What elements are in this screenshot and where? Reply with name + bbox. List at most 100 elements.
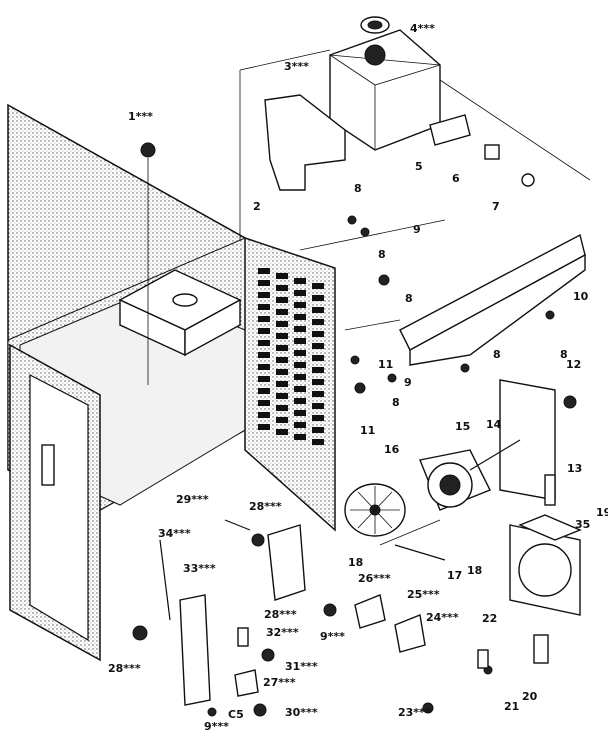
fan-motor-assembly <box>419 379 556 511</box>
vent-slot <box>312 427 324 433</box>
callout-31: 31*** <box>285 660 318 673</box>
rail-part <box>399 233 586 366</box>
vent-slot <box>258 376 270 382</box>
callout-8e: 8 <box>560 348 568 361</box>
leader-lines <box>147 49 591 546</box>
vent-slot <box>294 326 306 332</box>
callout-3: 3*** <box>284 60 309 73</box>
callout-16: 16 <box>384 443 400 456</box>
vent-slot <box>258 268 270 274</box>
callout-8a: 8 <box>354 182 362 195</box>
callout-25: 25*** <box>407 588 440 601</box>
vent-slot <box>312 343 324 349</box>
callout-8f: 8 <box>392 396 400 409</box>
vent-slot <box>294 338 306 344</box>
vent-slot <box>312 403 324 409</box>
vent-slot <box>276 309 288 315</box>
vent-slot <box>276 285 288 291</box>
screws-and-fasteners <box>132 142 577 717</box>
vent-slot <box>294 386 306 392</box>
callout-18a: 18 <box>348 556 363 569</box>
vent-slot <box>258 352 270 358</box>
callout-28b: 28*** <box>108 662 141 675</box>
vent-slot <box>294 362 306 368</box>
callout-28a: 28*** <box>249 500 282 513</box>
callout-11b: 11 <box>360 424 375 437</box>
callout-1: 1*** <box>128 110 153 123</box>
vent-slot <box>258 316 270 322</box>
vent-slot <box>276 429 288 435</box>
vent-slot <box>294 302 306 308</box>
vent-slot <box>312 379 324 385</box>
callout-17: 17 <box>447 569 462 582</box>
vent-slot <box>258 328 270 334</box>
callout-8b: 8 <box>378 248 386 261</box>
callout-20: 20 <box>522 690 538 703</box>
vent-slot <box>294 278 306 284</box>
callout-26b: 27*** <box>263 676 296 689</box>
callout-7: 7 <box>492 200 500 213</box>
callout-32: 32*** <box>266 626 299 639</box>
vent-slot <box>294 398 306 404</box>
callout-14: 14 <box>486 418 502 431</box>
callout-9b: 9 <box>404 376 412 389</box>
vent-slot <box>258 340 270 346</box>
callout-9a: 9 <box>413 223 421 236</box>
callout-9c: 9*** <box>320 630 345 643</box>
vent-slot <box>294 314 306 320</box>
vent-slot <box>312 391 324 397</box>
interlock-brackets <box>179 524 426 706</box>
vent-slot <box>276 405 288 411</box>
callout-30: 30*** <box>285 706 318 719</box>
fan-shroud-part <box>509 514 582 616</box>
callout-35: 35 <box>575 518 590 531</box>
vent-slot <box>258 364 270 370</box>
callout-12: 12 <box>566 358 581 371</box>
transformer-part <box>329 16 441 151</box>
callout-29: 29*** <box>176 493 209 506</box>
fan-blade-part <box>344 483 406 537</box>
callout-5: 5 <box>415 160 423 173</box>
vent-slot <box>312 355 324 361</box>
diode-parts <box>429 114 535 187</box>
vent-slot <box>258 304 270 310</box>
vent-slot <box>312 307 324 313</box>
cabinet-wall <box>7 103 246 662</box>
callout-22: 22 <box>482 612 497 625</box>
callout-4: 4*** <box>410 22 435 35</box>
callout-8d: 8 <box>493 348 501 361</box>
callout-18b: 18 <box>467 564 482 577</box>
callout-8c: 8 <box>405 292 413 305</box>
vent-slot <box>258 412 270 418</box>
vent-slot <box>276 369 288 375</box>
vent-slot <box>312 415 324 421</box>
vent-slot <box>276 345 288 351</box>
rear-vent-panel <box>244 236 336 532</box>
callout-6: 6 <box>452 172 460 185</box>
vent-slot <box>312 367 324 373</box>
callout-c5: C5 <box>228 708 244 721</box>
vent-slot <box>276 297 288 303</box>
callout-23: 23*** <box>398 706 431 719</box>
callout-9d: 9*** <box>204 720 229 733</box>
callout-27: 28*** <box>264 608 297 621</box>
vent-slot <box>312 439 324 445</box>
callout-19: 19 <box>596 506 608 519</box>
vent-slot <box>276 321 288 327</box>
vent-slot <box>294 290 306 296</box>
vent-slot <box>258 388 270 394</box>
vent-slot <box>276 357 288 363</box>
vent-slot <box>276 381 288 387</box>
vent-slot <box>276 273 288 279</box>
callout-labels: 1*** 2 3*** 4*** 5 6 7 8 8 8 8 8 8 9 9 9… <box>108 22 608 733</box>
vent-slot <box>312 331 324 337</box>
vent-slot <box>294 350 306 356</box>
callout-11a: 11 <box>378 358 393 371</box>
callout-34: 34*** <box>158 527 191 540</box>
vent-slot <box>312 319 324 325</box>
bracket-part <box>264 94 346 191</box>
callout-13: 13 <box>567 462 582 475</box>
callout-2: 2 <box>253 200 261 213</box>
vent-slot <box>258 292 270 298</box>
